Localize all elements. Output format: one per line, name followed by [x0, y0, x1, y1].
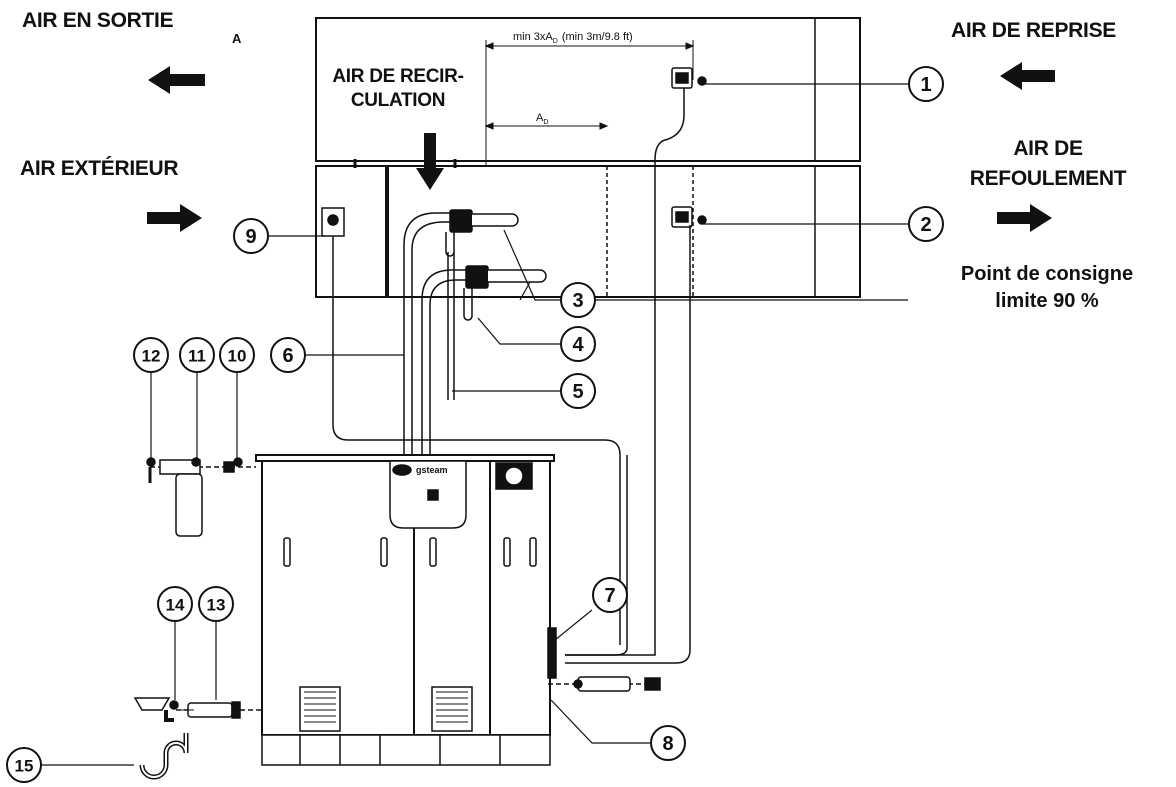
callout-num-4: 4	[572, 334, 584, 356]
callout-num-13: 13	[207, 596, 226, 615]
lower-duct	[315, 159, 861, 298]
dimension-lines	[484, 40, 695, 166]
supply-line-1: AIR DE	[1013, 137, 1083, 160]
supply-arrow	[997, 204, 1052, 232]
callout-num-11: 11	[188, 347, 206, 366]
callout-13	[198, 586, 234, 622]
brand-logo: gsteam	[416, 465, 448, 475]
callout-num-3: 3	[572, 290, 583, 312]
callout-3	[560, 282, 596, 318]
callout-1	[908, 66, 944, 102]
callout-7	[592, 577, 628, 613]
return-air-label: AIR DE REPRISE	[951, 19, 1116, 42]
outlet-fitting	[548, 676, 661, 692]
callout-num-15: 15	[15, 757, 34, 776]
callout-num-9: 9	[245, 226, 256, 248]
callout-num-6: 6	[282, 345, 293, 367]
recirculation-air-label: AIR DE RECIR- CULATION	[318, 67, 478, 111]
callout-num-7: 7	[604, 585, 615, 607]
callout-num-5: 5	[572, 381, 583, 403]
ad-label: A	[536, 112, 544, 124]
callout-11	[179, 337, 215, 373]
callout-6	[270, 337, 306, 373]
exhaust-arrow	[148, 66, 205, 94]
callout-5	[560, 373, 596, 409]
outside-arrow	[147, 204, 202, 232]
ad-sub: D	[543, 119, 548, 126]
outside-air-label: AIR EXTÉRIEUR	[20, 157, 179, 180]
dimension-text: min 3xAD(min 3m/9.8 ft) AD gsteam	[416, 31, 633, 475]
exhaust-air-sub: A	[232, 31, 242, 46]
upper-duct	[315, 17, 861, 162]
svg-text:AD: AD	[536, 112, 548, 126]
min-distance-sub: D	[553, 38, 558, 45]
humidifier-cabinet	[255, 454, 557, 766]
callout-num-12: 12	[142, 347, 161, 366]
setpoint-line-1: Point de consigne	[960, 263, 1134, 285]
airflow-arrows	[147, 62, 1055, 232]
water-supply-assembly	[146, 457, 256, 537]
supply-air-label: AIR DE REFOULEMENT	[928, 137, 1168, 191]
humidity-sensor-supply	[671, 206, 707, 228]
callout-num-10: 10	[228, 347, 247, 366]
callout-14	[157, 586, 193, 622]
callout-12	[133, 337, 169, 373]
callout-num-2: 2	[920, 214, 931, 236]
drain-assembly	[133, 697, 262, 780]
setpoint-line-2: limite 90 %	[995, 290, 1099, 312]
recirc-line-1: AIR DE RECIR-	[332, 66, 464, 87]
min-distance-suffix: (min 3m/9.8 ft)	[562, 31, 633, 43]
callout-8	[650, 725, 686, 761]
callout-circles	[6, 66, 944, 783]
callout-num-8: 8	[662, 733, 673, 755]
setpoint-limit-label: Point de consigne limite 90 %	[918, 264, 1176, 312]
callout-15	[6, 747, 42, 783]
airflow-switch	[321, 207, 345, 237]
callout-2	[908, 206, 944, 242]
supply-line-2: REFOULEMENT	[969, 167, 1127, 191]
callout-4	[560, 326, 596, 362]
recirc-line-2: CULATION	[350, 89, 446, 111]
callout-10	[219, 337, 255, 373]
callout-num-1: 1	[920, 74, 931, 96]
return-arrow	[1000, 62, 1055, 90]
steam-distributors	[445, 209, 547, 321]
exhaust-air-text: AIR EN SORTIE	[22, 9, 174, 32]
callout-num-14: 14	[166, 596, 185, 615]
steam-hoses	[332, 88, 691, 664]
callout-leaders	[37, 83, 908, 766]
svg-text:min 3xAD(min 3m/9.8 ft): min 3xAD (min 3m/9.8 ft)	[513, 31, 633, 45]
exhaust-air-label: AIR EN SORTIE	[22, 9, 174, 32]
humidity-sensor-return	[671, 67, 707, 89]
callout-9	[233, 218, 269, 254]
min-distance-prefix: min 3xA	[513, 31, 553, 43]
callout-numbers: 1 2 3 4 5 6 7 8 9 10 11 12 13 14 15	[15, 74, 932, 776]
recirc-arrow	[416, 133, 444, 190]
